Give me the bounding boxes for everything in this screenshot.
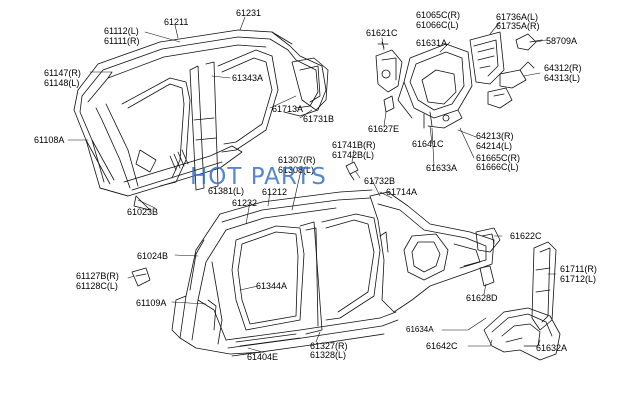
part-label-61621C: 61621C (366, 28, 398, 38)
part-label-61066C: 61066C(L) (416, 20, 459, 30)
part-label-61712: 61712(L) (560, 274, 597, 284)
part-label-64214: 64214(L) (476, 141, 513, 151)
part-label-58709A: 58709A (546, 36, 578, 46)
part-label-61212: 61212 (262, 187, 288, 197)
small-bracket-drawings (345, 41, 403, 181)
part-label-61307: 61307(R) (278, 155, 316, 165)
part-label-61633A: 61633A (426, 163, 458, 173)
part-label-61109A: 61109A (136, 298, 167, 308)
watermark-text: HOT PARTS (190, 164, 327, 190)
part-label-61631A: 61631A (416, 38, 448, 48)
part-label-61232: 61232 (232, 198, 258, 208)
part-label-61231: 61231 (236, 8, 262, 18)
part-label-61732B: 61732B (364, 176, 396, 186)
part-label-61024B: 61024B (137, 251, 169, 261)
rear-wheelhouse-drawing (397, 31, 543, 129)
part-label-61666C: 61666C(L) (476, 162, 519, 172)
front-side-frame-drawing (73, 29, 329, 211)
part-label-61148: 61148(L) (44, 78, 80, 88)
part-label-61327: 61327(R) (310, 341, 348, 351)
part-label-61742B: 61742B(L) (332, 150, 375, 160)
part-label-61404E: 61404E (247, 352, 279, 362)
part-label-61632A: 61632A (536, 343, 568, 353)
rear-quarter-panel-drawing (369, 191, 495, 313)
part-label-61736A: 61736A(L) (496, 12, 539, 22)
part-label-61381: 61381(L) (208, 186, 245, 196)
rear-small-parts-drawing (475, 227, 561, 361)
part-label-61735A: 61735A(R) (496, 21, 540, 31)
part-label-64312: 64312(R) (544, 63, 582, 73)
part-label-64313: 64313(L) (544, 73, 581, 83)
part-label-61628D: 61628D (466, 293, 498, 303)
part-label-64213: 64213(R) (476, 131, 514, 141)
part-label-61634A: 61634A (406, 325, 434, 334)
leader-lines (67, 16, 557, 353)
part-label-61641C: 61641C (412, 139, 444, 149)
part-label-61714A: 61714A (386, 187, 418, 197)
part-label-61112: 61112(L) (104, 26, 139, 36)
part-label-61108A: 61108A (34, 135, 65, 145)
part-label-61711: 61711(R) (560, 264, 597, 274)
part-label-61642C: 61642C (426, 341, 458, 351)
side-body-outer-drawing (131, 189, 399, 357)
part-label-61023B: 61023B (127, 207, 159, 217)
part-label-61622C: 61622C (510, 231, 542, 241)
part-label-61308: 61308(L) (278, 165, 315, 175)
part-label-61741B: 61741B(R) (332, 140, 376, 150)
part-label-61343A: 61343A (232, 73, 264, 83)
part-label-61111: 61111(R) (104, 36, 140, 46)
part-label-61713A: 61713A (272, 104, 304, 114)
part-label-61731B: 61731B (303, 114, 335, 124)
part-label-61147: 61147(R) (44, 68, 81, 78)
part-label-61065C: 61065C(R) (416, 10, 461, 20)
part-label-61211: 61211 (164, 17, 189, 27)
part-label-61127B: 61127B(R) (76, 271, 119, 281)
part-label-61128C: 61128C(L) (76, 281, 118, 291)
part-label-61328: 61328(L) (310, 350, 347, 360)
part-label-61665C: 61665C(R) (476, 153, 521, 163)
part-label-61627E: 61627E (368, 124, 400, 134)
part-label-61344A: 61344A (256, 281, 288, 291)
